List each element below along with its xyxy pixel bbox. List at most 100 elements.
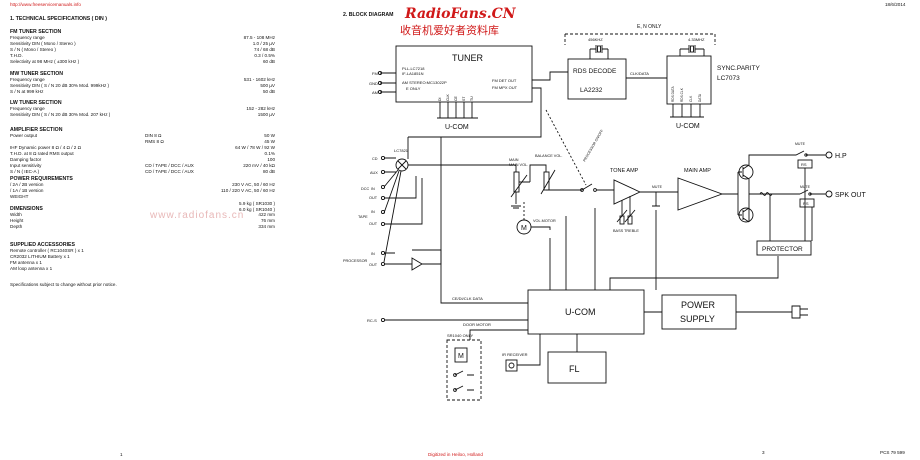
spec-row: Frequency range 531 - 1602 kHz [10,77,275,83]
sr1040-only-label: SR1040 ONLY [447,333,473,338]
tuner-line-1: PLL-LC7218 [402,66,425,71]
processor-switch-pin2 [593,188,597,192]
tone-controls [616,196,636,223]
ir-wire [517,334,541,366]
tuner-pin-fmdet: FM DET OUT [492,78,517,83]
input-dcc: DCC [361,187,369,191]
protector-label: PROTECTOR [762,246,803,253]
fl-label: FL [569,364,580,374]
sync-crystal [679,45,705,56]
spec-row: Sensitivity DIN ( Mono / Stereo )1.0 / 2… [10,41,275,47]
spec-value: 334 mm [258,224,275,229]
processor-onoff-line [545,109,587,186]
record-out-lines [384,176,423,265]
input-labels: CD AUX DCC IN OUT TAPE IN OUT PROCESSOR … [343,157,378,267]
input-dcc-in: IN [371,187,375,191]
input-tape-in: IN [371,210,375,214]
spec-value: 531 - 1602 kHz [243,77,275,82]
amp-section-title: AMPLIFIER SECTION [10,127,63,133]
tuner-line-4: E ONLY [406,86,421,91]
sync-pins: RDS DATA RDS CLK CLK DATA [671,85,702,102]
spec-value: 80 dB [262,169,275,174]
rds-decode-ic: LA2232 [580,87,603,94]
spec-value: 0.3 / 0.5% [254,53,275,58]
fmdet-to-rds [532,71,568,81]
sync-ucom-label: U-COM [676,123,700,130]
spec-label: Frequency range [10,77,45,82]
sync-ic: LC7073 [717,75,740,82]
spec-label: IHF Dynamic power 8 Ω / 4 Ω / 2 Ω [10,145,82,150]
weight-value-1: 5.9 kg ( SR1030 ) [238,201,275,206]
spec-row: Sensitivity DIN ( S / N 20 dB 30% Mod. 9… [10,83,275,89]
sync-pin-rdsclk: RDS CLK [680,87,684,102]
spec-label: Frequency range [10,106,45,111]
spec-label: S / N ( Mono / Stereo ) [10,47,56,52]
door-switch-1 [453,373,457,377]
spec-label: Height [10,218,24,223]
treble-pot [627,215,633,225]
source-url: http://www.freeservicemanuals.info [10,2,81,7]
spec-value: 152 - 282 kHz [246,106,275,111]
page-number-right: 3 [762,450,765,455]
bass-pot [619,215,625,225]
sync-title: SYNC.PARITY [717,65,761,72]
weight-value-2: 6.0 kg ( SR1040 ) [238,207,275,212]
spec-value: 45 W [264,139,275,144]
spec-value: 110 / 220 V AC, 50 / 60 Hz [220,188,275,193]
processor-feed [384,249,442,265]
power-label-2: SUPPLY [680,314,715,324]
input-cd: CD [372,157,378,161]
spec-value: 220 mV / 40 kΩ [243,163,275,168]
spec-label: Width [10,212,22,217]
spec-value: 74 / 68 dB [254,47,275,52]
spec-label: S / N at 999 kHz [10,89,44,94]
bass-treble-label: BASS TREBLE [613,229,639,233]
input-jacks [380,155,386,267]
antenna-inputs: FM GND AM [369,71,378,95]
mute-label-1: MUTE [652,185,663,189]
spec-value: 1.0 / 25 µV [252,41,275,46]
tuner-title: TUNER [452,53,483,63]
tuner-pin-st: ST [462,96,466,101]
power-section-title: POWER REQUIREMENTS [10,176,73,182]
processor-buffer [411,257,423,271]
spec-label: Input sensitivity [10,163,42,168]
antenna-am-pin [377,89,383,95]
spk-relay-box [799,198,815,208]
spec-label: Sensitivity DIN ( S / N 20 dB 30% Mod. 2… [10,112,111,117]
sync-crystal-body [690,45,694,53]
hp-label: H.P [835,153,847,160]
sync-parity-block [666,55,712,105]
tuner-pin-clk: CLK [446,94,450,101]
mute-switch-1 [652,192,660,207]
spec-label: Power output [10,133,38,138]
antenna-wires [380,72,396,93]
input-tape-out: OUT [369,222,378,226]
accessory-item: AM loop antenna x 1 [10,266,53,271]
spec-value: 60 dB [262,59,275,64]
fm-section-title: FM TUNER SECTION [10,29,62,35]
specs-title: 1. TECHNICAL SPECIFICATIONS ( DIN ) [10,16,107,22]
main-amp-label: MAIN AMP [684,168,711,174]
output-coil [755,192,773,196]
spec-value: 500 µV [260,83,275,88]
tuner-ucom-bus [437,102,478,119]
hp-mute-pin [804,153,808,157]
spec-label: / 1A / 1B version [10,188,44,193]
spk-mute-switch [799,189,826,195]
spec-value: 0.1% [264,151,275,156]
antenna-fm-pin [377,70,383,76]
ir-receiver-lens [508,362,515,369]
en-only-label: E, N ONLY [637,24,662,30]
sync-pin-data: DATA [698,93,702,102]
main-vol-label-1: MAIN [509,158,519,162]
acc-section-title: SUPPLIED ACCESSORIES [10,242,75,248]
accessory-item: FM antenna x 1 [10,260,42,265]
